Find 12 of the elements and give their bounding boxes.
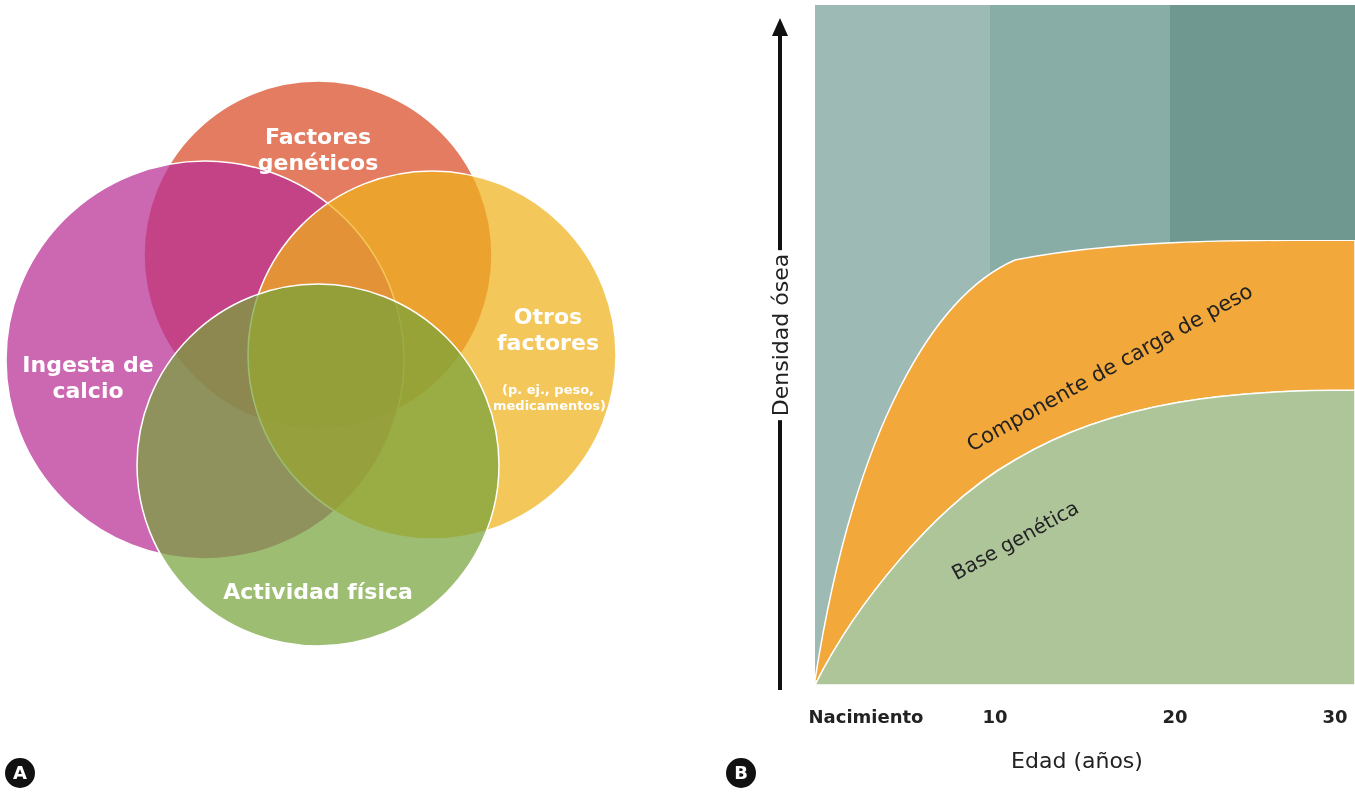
- node-note: (p. ej., peso, medicamentos): [493, 382, 603, 414]
- panel-letter: A: [5, 758, 35, 788]
- tick-label: 10: [982, 705, 1008, 727]
- tick-label: Nacimiento: [808, 705, 924, 727]
- node-label: Otros factores: [496, 303, 600, 357]
- node-label: Factores genéticos: [256, 123, 380, 177]
- axis-title: Edad (años): [1011, 747, 1143, 773]
- tick-label: 30: [1322, 705, 1348, 727]
- tick-label: 20: [1162, 705, 1188, 727]
- node-label: Ingesta de calcio: [21, 351, 155, 405]
- panel-letter: B: [726, 758, 756, 788]
- node-label: Actividad física: [222, 578, 414, 606]
